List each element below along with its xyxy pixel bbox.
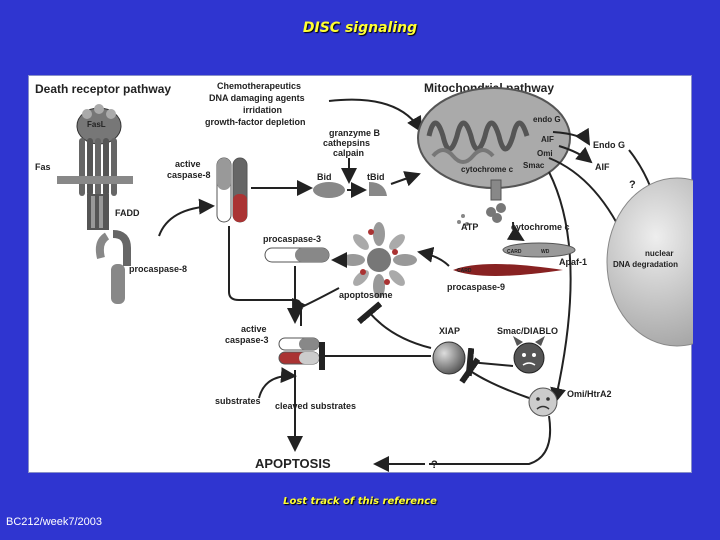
apaf1-label: Apaf-1 bbox=[559, 257, 587, 267]
nucleus-label: nuclear DNA degradation bbox=[613, 249, 678, 269]
bid-label: Bid bbox=[317, 172, 332, 182]
aif-out-label: AIF bbox=[595, 162, 610, 172]
smac-diablo-label: Smac/DIABLO bbox=[497, 326, 558, 336]
stimulus-irridation: irridation bbox=[243, 105, 282, 115]
endo-g-out-label: Endo G bbox=[593, 140, 625, 150]
omi-htra2-shape bbox=[528, 387, 558, 417]
course-footer: BC212/week7/2003 bbox=[6, 516, 103, 528]
question-mark-1: ? bbox=[629, 179, 636, 191]
procaspase9-shape: CARD bbox=[453, 264, 563, 276]
xiap-label: XIAP bbox=[439, 326, 460, 336]
fas-label: Fas bbox=[35, 162, 51, 172]
apoptosis-label: APOPTOSIS bbox=[255, 456, 331, 471]
fadd-label: FADD bbox=[115, 208, 140, 218]
nucleus bbox=[606, 177, 693, 347]
stimulus-chemotherapeutics: Chemotherapeutics bbox=[217, 81, 301, 91]
smac-diablo-shape bbox=[513, 336, 545, 374]
card-label-2: CARD bbox=[457, 268, 472, 274]
procaspase3-label: procaspase-3 bbox=[263, 234, 321, 244]
stimulus-growth-factor-depletion: growth-factor depletion bbox=[205, 117, 306, 127]
reference-caption: Lost track of this reference bbox=[283, 496, 437, 507]
death-receptor-title: Death receptor pathway bbox=[35, 82, 171, 96]
wd-label-1: WD bbox=[541, 249, 550, 255]
card-label-1: CARD bbox=[507, 249, 522, 255]
procaspase9-label: procaspase-9 bbox=[447, 282, 505, 292]
protease-list: granzyme B cathepsins calpain bbox=[323, 128, 383, 158]
apoptosome-shape bbox=[341, 222, 417, 298]
apoptosome-label: apoptosome bbox=[339, 290, 393, 300]
active-caspase3-label: active caspase-3 bbox=[225, 324, 269, 345]
procaspase8-label: procaspase-8 bbox=[129, 264, 187, 274]
stimuli-list: Chemotherapeutics DNA damaging agents ir… bbox=[205, 81, 307, 127]
aif-inside-label: AIF bbox=[541, 135, 554, 144]
fas-receptor-complex bbox=[57, 104, 133, 304]
substrates-label: substrates bbox=[215, 396, 261, 406]
omi-inside-label: Omi bbox=[537, 149, 553, 158]
fasl-label: FasL bbox=[87, 120, 106, 129]
slide-title: DISC signaling bbox=[302, 20, 418, 36]
bid-shape bbox=[313, 182, 345, 198]
apaf1-shape: CARD WD bbox=[502, 242, 576, 258]
cytochrome-c-inside-label: cytochrome c bbox=[461, 165, 514, 174]
apoptosis-pathway-diagram: Death receptor pathway Mitochondrial pat… bbox=[35, 81, 693, 472]
stimulus-dna-damaging-agents: DNA damaging agents bbox=[209, 93, 305, 103]
tbid-shape bbox=[369, 182, 387, 196]
atp-label: ATP bbox=[461, 222, 478, 232]
active-caspase8-label: active caspase-8 bbox=[167, 159, 211, 180]
endo-g-inside-label: endo G bbox=[533, 115, 561, 124]
smac-inside-label: Smac bbox=[523, 161, 545, 170]
procaspase3-shape bbox=[264, 247, 330, 263]
active-caspase3-icon bbox=[278, 337, 320, 365]
active-caspase8-icon bbox=[216, 157, 248, 223]
cleaved-substrates-label: cleaved substrates bbox=[275, 401, 356, 411]
omi-htra2-label: Omi/HtrA2 bbox=[567, 389, 612, 399]
mito-pore bbox=[490, 179, 502, 201]
xiap-shape bbox=[432, 341, 466, 375]
cytochrome-c-out-label: cytochrome c bbox=[511, 222, 570, 232]
tbid-label: tBid bbox=[367, 172, 385, 182]
diagram-panel: Death receptor pathway Mitochondrial pat… bbox=[28, 75, 693, 473]
